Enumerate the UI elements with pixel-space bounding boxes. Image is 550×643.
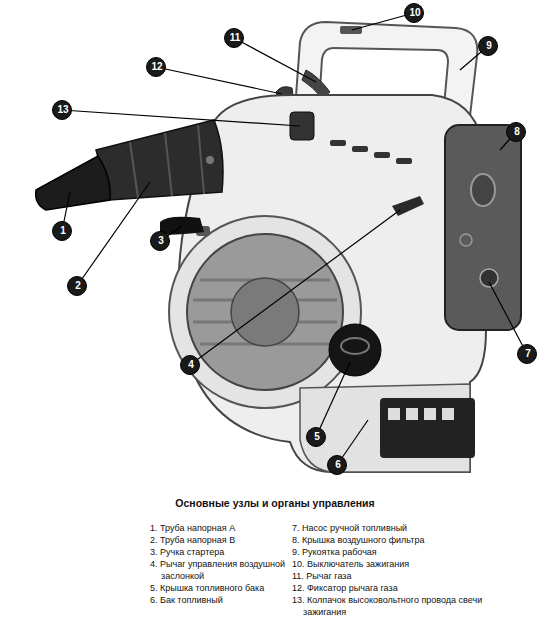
ignition-switch [340, 26, 362, 34]
part-list-item: 3. Ручка стартера [150, 546, 290, 558]
pipe-a [36, 156, 111, 210]
callout-circle: 8 [506, 122, 526, 142]
warning-plate [380, 398, 475, 458]
leader-line [489, 282, 527, 354]
pipe-b [96, 120, 223, 200]
warning-icon [406, 408, 418, 420]
callout-circle: 9 [478, 36, 498, 56]
part-list-item: 2. Труба напорная В [150, 534, 290, 546]
warning-icon [442, 408, 454, 420]
callout-number: 12 [147, 58, 167, 76]
callout-circle: 11 [224, 28, 244, 48]
pipe-rib [130, 142, 138, 198]
callout-number: 4 [181, 356, 201, 374]
part-list-item: 8. Крышка воздушного фильтра [292, 534, 492, 546]
part-list-item: 4. Рычаг управления воздушной заслонкой [150, 558, 290, 582]
part-list-item: 7. Насос ручной топливный [292, 522, 492, 534]
leader-line [234, 38, 316, 82]
vent-slot [396, 158, 412, 164]
part-list-item: 11. Рычаг газа [292, 570, 492, 582]
part-list-item: 13. Колпачок высоковольтного провода све… [292, 594, 492, 618]
leader-line [62, 110, 300, 126]
leader-line [156, 67, 282, 94]
vent-slot [352, 146, 368, 152]
vent-slot [374, 152, 390, 158]
fan-cover [169, 216, 361, 408]
throttle-trigger [302, 70, 330, 98]
callout-circle: 10 [404, 3, 424, 23]
part-list-item: 5. Крышка топливного бака [150, 582, 290, 594]
pipe-rib [198, 125, 204, 194]
primer-bulb [480, 269, 498, 287]
callout-number: 9 [479, 37, 499, 55]
air-filter-cover [445, 125, 521, 330]
callout-number: 10 [405, 4, 425, 22]
warning-icon [424, 408, 436, 420]
callout-number: 13 [53, 101, 73, 119]
callout-number: 3 [151, 232, 171, 250]
filter-knob [471, 174, 495, 206]
callout-number: 7 [518, 345, 538, 363]
part-list-item: 9. Рукоятка рабочая [292, 546, 492, 558]
part-list-item: 6. Бак топливный [150, 594, 290, 606]
starter-hub [231, 278, 299, 346]
fuel-cap-grip [341, 338, 369, 354]
callout-number: 1 [53, 222, 73, 240]
callout-number: 11 [225, 29, 245, 47]
part-list-item: 12. Фиксатор рычага газа [292, 582, 492, 594]
part-list-item: 1. Труба напорная А [150, 522, 290, 534]
leader-line [77, 182, 150, 286]
callout-circle: 4 [180, 355, 200, 375]
vent-slot [330, 140, 346, 146]
pipe-clamp [206, 156, 214, 164]
part-list-item: 10. Выключатель зажигания [292, 558, 492, 570]
callout-number: 2 [68, 277, 88, 295]
leader-line [190, 210, 400, 365]
callout-circle: 7 [517, 344, 537, 364]
callout-number: 6 [328, 456, 348, 474]
callout-circle: 2 [67, 276, 87, 296]
callout-circle: 3 [150, 231, 170, 251]
callout-circle: 1 [52, 221, 72, 241]
diagram-title: Основные узлы и органы управления [0, 497, 550, 509]
leader-line [316, 362, 350, 437]
callout-circle: 13 [52, 100, 72, 120]
fuel-cap [329, 324, 381, 376]
callout-circle: 5 [306, 427, 326, 447]
engine-housing [178, 95, 486, 472]
filter-symbol [460, 234, 472, 246]
starter-handle [160, 217, 204, 235]
starter-cover [187, 234, 343, 390]
pipe-rib [165, 133, 172, 196]
callout-circle: 12 [146, 57, 166, 77]
callout-number: 5 [307, 428, 327, 446]
callout-number: 8 [507, 123, 527, 141]
callout-circle: 6 [327, 455, 347, 475]
warning-icon [388, 408, 400, 420]
